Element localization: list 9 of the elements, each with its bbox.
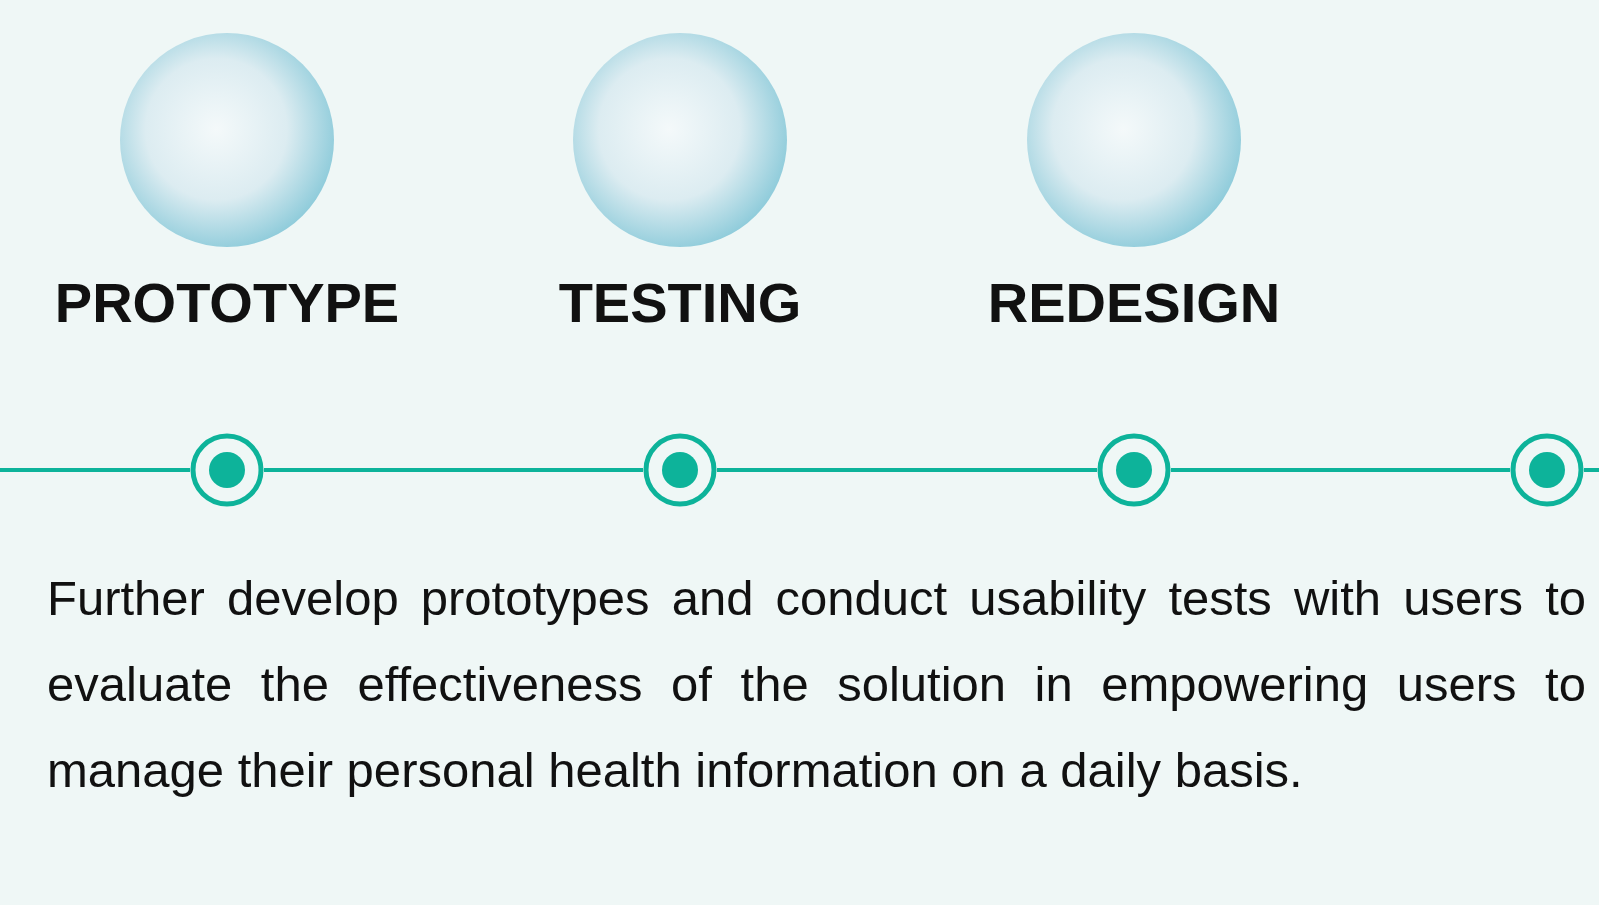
timeline-line [1171,468,1510,472]
step-label: PROTOTYPE [54,273,400,333]
step-label: REDESIGN [987,273,1281,333]
timeline-line [1584,468,1599,472]
timeline-line [717,468,1097,472]
timeline-line [264,468,643,472]
step-label: TESTING [558,273,802,333]
description-paragraph: Further develop prototypes and conduct usability tests with users to evaluate the effectiveness of the solution in empowering users to manage their personal health information on a daily basis. [47,570,1586,799]
timeline-line [0,468,190,472]
